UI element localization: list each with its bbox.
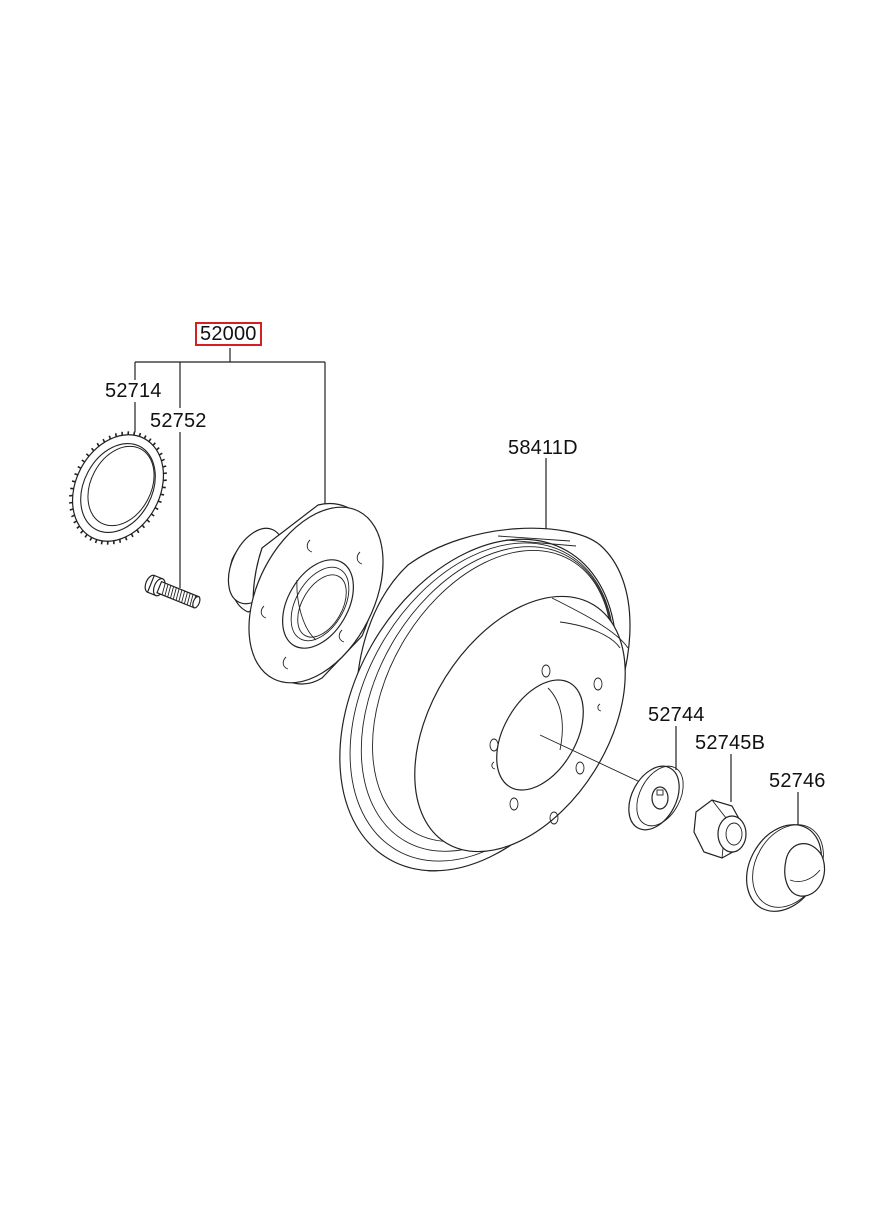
part-label-hub-cap[interactable]: 52746 bbox=[769, 770, 826, 792]
bolt-thread bbox=[178, 589, 183, 602]
tone-wheel-tooth bbox=[74, 472, 79, 476]
tone-wheel-tooth bbox=[108, 435, 112, 440]
bolt-thread bbox=[175, 588, 180, 601]
part-label-assembly[interactable]: 52000 bbox=[195, 322, 262, 346]
tone-wheel-tooth bbox=[73, 520, 78, 524]
part-label-hub-nut[interactable]: 52745B bbox=[695, 732, 766, 754]
tone-wheel-tooth bbox=[163, 472, 168, 475]
bolt-thread bbox=[161, 583, 166, 595]
hub-nut-drawing bbox=[693, 799, 747, 859]
tone-wheel-tooth bbox=[89, 537, 93, 541]
part-label-brake-disc[interactable]: 58411D bbox=[508, 437, 578, 459]
tone-wheel-tooth bbox=[76, 525, 81, 530]
tone-wheel-tooth bbox=[157, 500, 162, 504]
tone-wheel-tooth bbox=[71, 514, 75, 518]
bolt-thread bbox=[181, 590, 186, 603]
tone-wheel-tooth bbox=[155, 446, 160, 451]
tone-wheel-tooth bbox=[90, 447, 95, 452]
tone-wheel-tooth bbox=[158, 452, 163, 456]
tone-wheel-drawing bbox=[68, 431, 168, 545]
bolt-thread bbox=[183, 592, 188, 604]
assembly-bracket bbox=[134, 348, 326, 588]
tone-wheel-tooth bbox=[94, 539, 98, 544]
bolt-thread bbox=[172, 587, 177, 600]
tone-wheel-tooth bbox=[71, 480, 76, 483]
bolt-thread bbox=[189, 594, 194, 607]
tone-wheel-tooth bbox=[136, 529, 140, 534]
part-label-tone-wheel[interactable]: 52714 bbox=[105, 380, 162, 402]
tone-wheel-tooth bbox=[100, 540, 103, 545]
tone-wheel-tooth bbox=[84, 533, 88, 538]
tone-wheel-tooth bbox=[69, 508, 74, 511]
bolt-thread bbox=[164, 584, 169, 597]
tone-wheel-tooth bbox=[96, 442, 100, 447]
part-label-hub-bolt[interactable]: 52752 bbox=[150, 410, 207, 432]
tone-wheel-tooth bbox=[162, 465, 167, 468]
brake-disc-drawing bbox=[339, 527, 641, 872]
washer-drawing bbox=[628, 765, 684, 831]
tone-wheel-tooth bbox=[85, 453, 90, 457]
tone-wheel-tooth bbox=[154, 506, 159, 511]
tone-wheel-tooth bbox=[138, 432, 142, 437]
tone-wheel-tooth bbox=[118, 539, 122, 543]
tone-wheel-tooth bbox=[77, 465, 82, 470]
tone-wheel-tooth bbox=[143, 435, 147, 439]
tone-wheel-tooth bbox=[130, 533, 134, 538]
tone-wheel-tooth bbox=[68, 501, 73, 504]
tone-wheel-tooth bbox=[146, 519, 151, 523]
bolt-thread bbox=[167, 585, 172, 598]
tone-wheel-tooth bbox=[152, 442, 156, 446]
hub-bolt-drawing bbox=[144, 574, 201, 609]
bolt-thread bbox=[170, 586, 175, 599]
tone-wheel-tooth bbox=[161, 458, 165, 462]
tone-wheel-tooth bbox=[81, 459, 86, 463]
tone-wheel-tooth bbox=[148, 438, 152, 443]
tone-wheel-tooth bbox=[150, 513, 155, 517]
part-label-washer[interactable]: 52744 bbox=[648, 704, 705, 726]
tone-wheel-tooth bbox=[133, 431, 136, 436]
hub-cap-drawing bbox=[746, 824, 826, 912]
tone-wheel-tooth bbox=[102, 438, 106, 443]
tone-wheel-tooth bbox=[114, 433, 118, 437]
tone-wheel-tooth bbox=[80, 530, 84, 534]
tone-wheel-tooth bbox=[141, 524, 146, 529]
bolt-thread bbox=[186, 593, 191, 606]
tone-wheel-tooth bbox=[124, 536, 128, 541]
wheel-hub-drawing bbox=[227, 503, 384, 685]
tone-wheel-tooth bbox=[160, 493, 165, 496]
